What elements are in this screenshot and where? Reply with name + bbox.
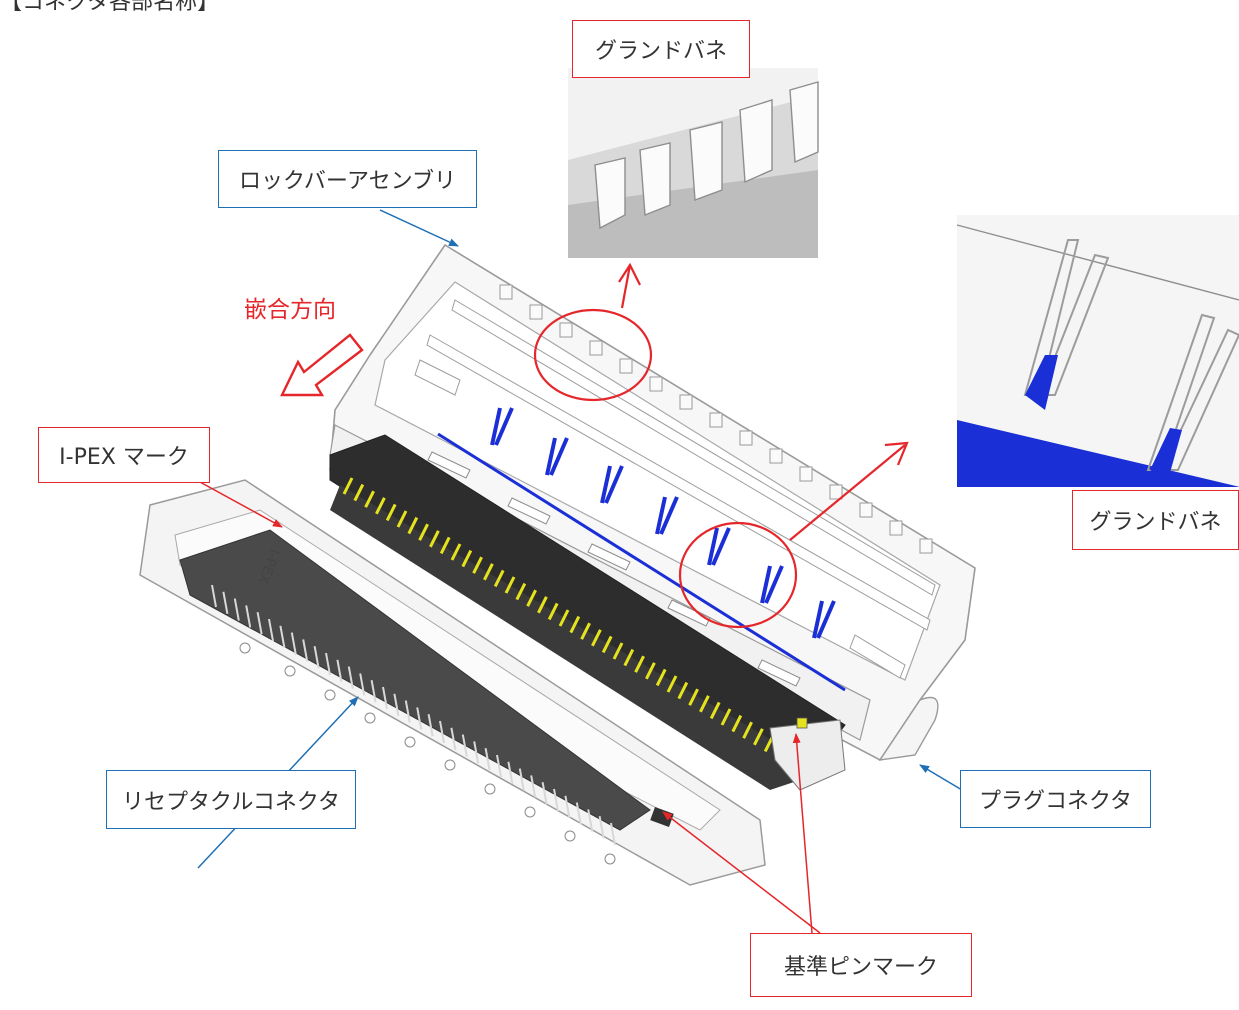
receptacle-pin [404,700,411,723]
contact-pin [342,477,354,495]
contact-pin [645,662,656,680]
contact-pin [655,668,667,687]
contact-pin [493,569,505,588]
callout-ipex-mark: I-PEX マーク [38,427,210,483]
receptacle-connector: I-PEX [139,479,766,886]
receptacle-pin [461,734,468,757]
contact-pin [439,536,451,555]
callout-reference-pin-mark: 基準ピンマーク [750,933,972,997]
receptacle-pin [450,727,457,750]
contact-pin [461,549,473,568]
contact-pin [612,642,624,660]
callout-ground-spring-right: グランドバネ [1072,490,1239,550]
receptacle-pin [279,625,286,648]
contact-pin [677,681,689,700]
receptacle-pin [587,809,594,832]
receptacle-pin [211,584,217,608]
contact-pin [375,497,386,515]
reference-pin-dot [796,717,808,729]
contact-pin [353,483,365,502]
contact-pin [418,523,429,541]
contact-pin [742,721,753,739]
receptacle-pin [496,754,502,778]
receptacle-pin [382,686,388,710]
contact-strip [329,434,846,791]
receptacle-pin [416,707,423,730]
magnified-view-top [568,68,819,258]
receptacle-pin [256,612,263,635]
contact-pin [547,602,559,621]
receptacle-pin [553,788,559,812]
contact-pin [569,615,581,634]
receptacle-pin [393,693,400,716]
contact-pin [634,655,645,673]
magnified-view-right [956,215,1239,487]
receptacle-pin [518,768,525,791]
contact-pin [558,609,570,627]
receptacle-pin [336,659,343,682]
receptacle-pin [313,646,320,669]
contact-pin [666,675,678,693]
contact-pin [623,648,635,667]
contact-pin [429,530,440,548]
receptacle-pin [439,720,445,744]
contact-pin [407,516,419,535]
contact-pin [364,490,375,508]
receptacle-pin [222,591,229,614]
receptacle-pin [610,822,616,846]
contact-pin [591,629,602,647]
highlight-circle-top [533,308,653,402]
contact-pin [504,576,516,594]
contact-pin [472,556,483,574]
mating-direction-arrow [280,333,364,397]
receptacle-pin [484,748,491,771]
contact-pin [601,635,613,654]
receptacle-pin [347,666,354,689]
contact-pin [483,563,494,581]
receptacle-pin [268,618,274,642]
receptacle-pin [564,795,571,818]
contact-pin [731,714,743,733]
highlight-circle-bottom [678,521,798,629]
receptacle-pin [473,741,480,764]
receptacle-pin [575,802,582,825]
contact-pin [537,596,548,614]
contact-pin [385,503,397,522]
contact-pin [526,589,537,607]
receptacle-pin [370,680,377,703]
callout-ground-spring-top: グランドバネ [572,20,750,78]
contact-pin [709,701,721,720]
contact-pin [720,708,732,726]
receptacle-pin [359,673,366,696]
receptacle-pin [245,605,252,628]
contact-pin [450,543,462,561]
contact-pin [580,622,591,640]
contact-pin [688,688,699,706]
receptacle-pin [598,816,605,839]
receptacle-pin [302,639,309,662]
receptacle-pin [427,714,434,737]
contact-pin [515,582,527,601]
contact-pin [699,695,710,713]
label-mating-direction: 嵌合方向 [244,297,336,323]
contact-pin [753,728,764,746]
receptacle-pin [507,761,514,784]
receptacle-pin [541,782,548,805]
callout-receptacle-connector: リセプタクルコネクタ [106,770,356,829]
callout-lock-bar-assembly: ロックバーアセンブリ [218,150,477,208]
callout-plug-connector: プラグコネクタ [960,770,1151,828]
section-header: 【コネクタ各部名称】 [0,0,220,15]
receptacle-pin [325,652,331,676]
receptacle-pin [233,598,240,621]
receptacle-pin [530,775,537,798]
contact-pin [396,510,408,528]
receptacle-pin [290,632,297,655]
